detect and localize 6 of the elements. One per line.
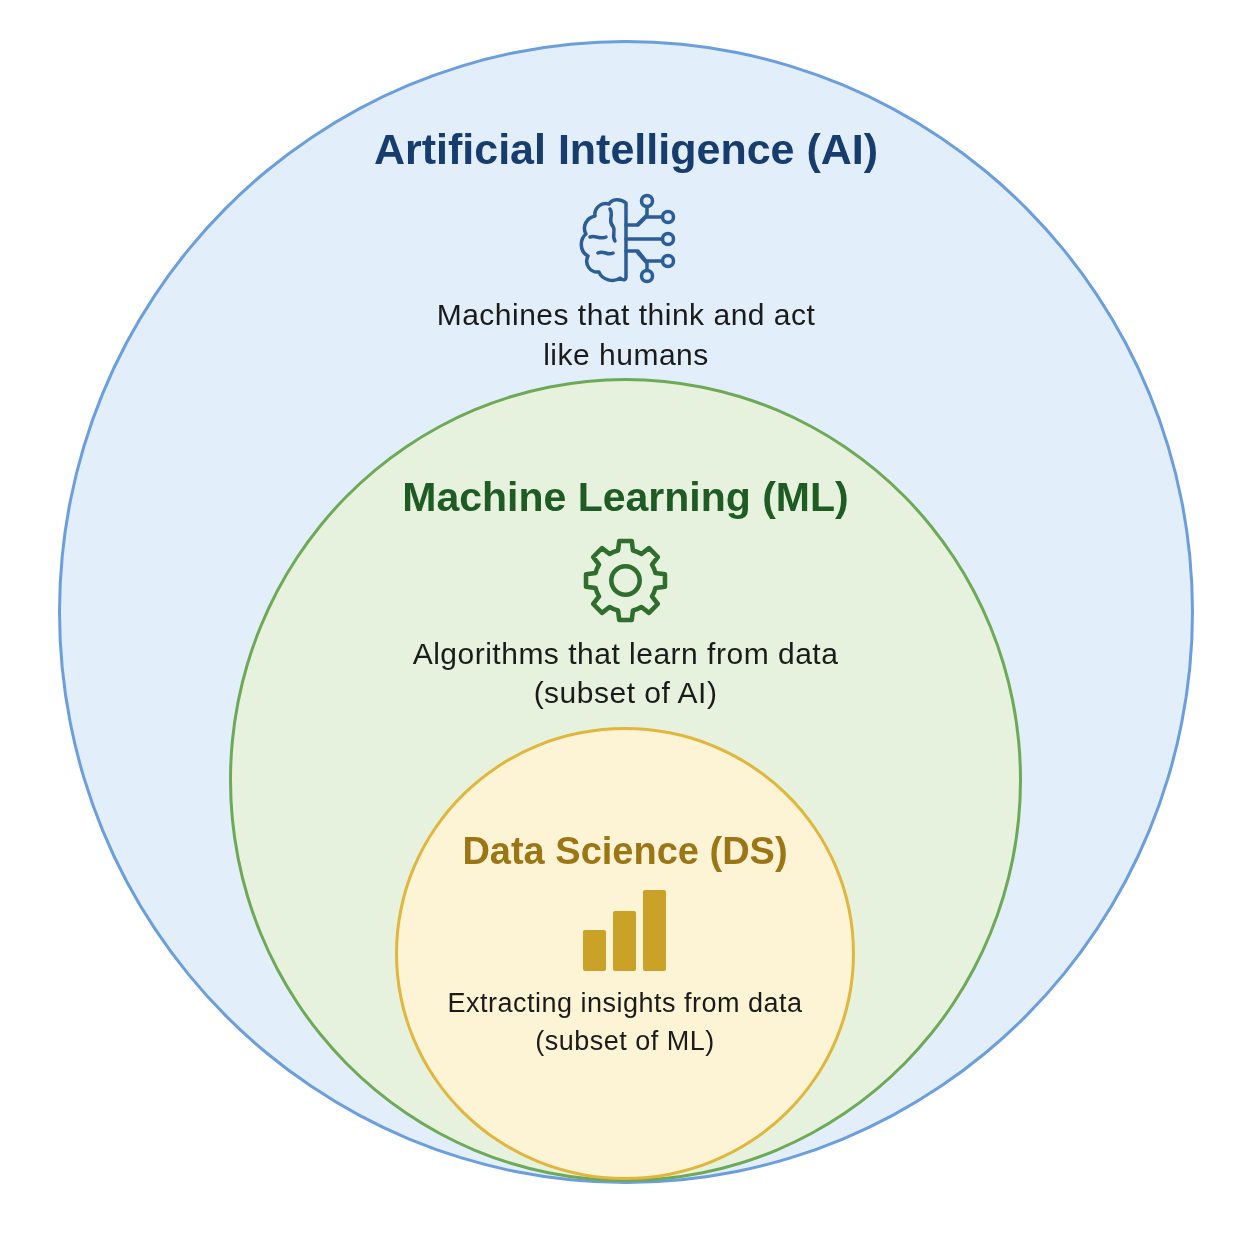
circle-heading: Machine Learning (ML) [402, 473, 849, 522]
description-text: Extracting insights from data (subset of ML) [446, 986, 804, 1058]
circle-heading: Data Science (DS) [462, 829, 788, 874]
circle-heading: Artificial Intelligence (AI) [373, 124, 879, 175]
description-text: Machines that think and act like humans [435, 296, 817, 373]
description-text: Algorithms that learn from data (subset of AI) [411, 636, 840, 712]
